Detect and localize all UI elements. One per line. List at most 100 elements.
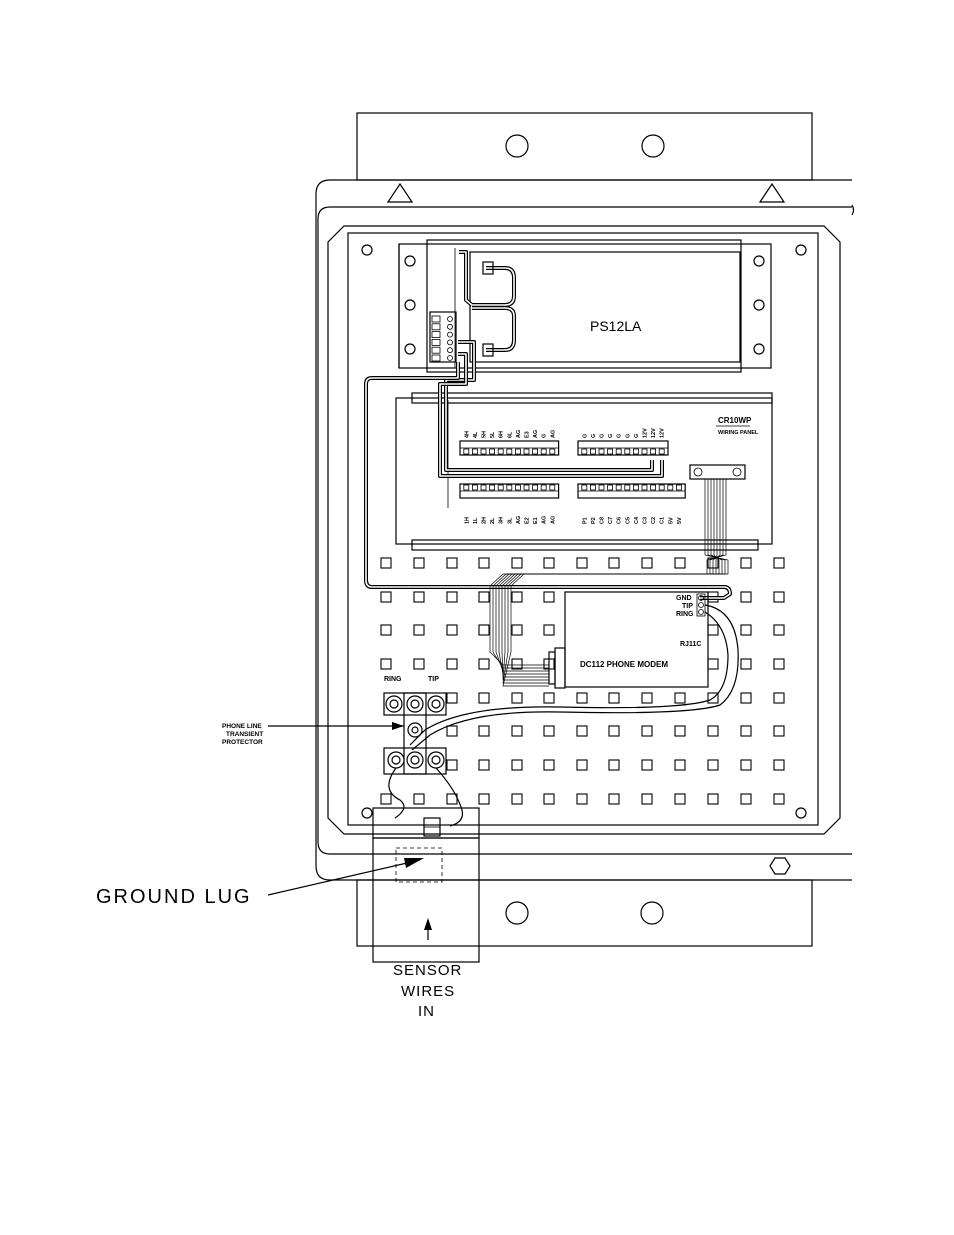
mounting-hole (478, 557, 490, 569)
mounting-hole (413, 793, 425, 805)
mounting-hole (413, 591, 425, 603)
ribbon-conductor (501, 479, 718, 678)
mounting-hole (740, 624, 752, 636)
bottom-left-terminal (523, 484, 530, 491)
mounting-hole (446, 725, 458, 737)
bottom-right-terminal-label: 5V (677, 517, 683, 524)
mounting-hole (773, 692, 785, 704)
mounting-hole (740, 658, 752, 670)
mounting-hole (707, 658, 719, 670)
mounting-hole (511, 624, 523, 636)
top-right-terminal-label: G (608, 434, 614, 438)
mounting-hole (674, 793, 686, 805)
mounting-hole (740, 591, 752, 603)
mounting-hole (446, 793, 458, 805)
bottom-left-terminal (532, 484, 538, 491)
modem-dc112: DC112 PHONE MODEM RJ11C GND TIP RING (548, 591, 709, 689)
top-right-terminal (581, 448, 588, 455)
mounting-hole (478, 692, 490, 704)
mounting-hole (576, 793, 588, 805)
top-left-terminal (463, 448, 470, 455)
mounting-hole (380, 793, 392, 805)
top-left-terminal-label: 5L (490, 431, 496, 438)
mounting-hole (674, 759, 686, 771)
mounting-hole (478, 624, 490, 636)
bottom-left-terminal (540, 484, 547, 491)
mounting-hole (773, 624, 785, 636)
ribbon-cable (489, 479, 729, 687)
top-left-terminal-label: AG (533, 430, 539, 438)
mounting-hole (740, 793, 752, 805)
ring-label: RING (384, 676, 402, 683)
bottom-left-terminal-label: 3H (499, 517, 505, 524)
bottom-right-terminal-label: P1 (582, 517, 588, 524)
top-left-terminal (497, 448, 504, 455)
mounting-hole (543, 591, 555, 603)
mounting-hole (740, 759, 752, 771)
ribbon-conductor (502, 479, 727, 687)
enclosure-body (315, 179, 855, 881)
mounting-hole (674, 557, 686, 569)
mounting-hole (380, 557, 392, 569)
mounting-hole (773, 725, 785, 737)
modem-ring-label: RING (676, 611, 694, 618)
ps-terminal (431, 338, 441, 346)
mounting-hole (380, 624, 392, 636)
mounting-hole (707, 725, 719, 737)
bottom-left-terminal-label: E1 (533, 517, 539, 524)
mounting-hole (446, 591, 458, 603)
mounting-hole (478, 725, 490, 737)
ps-terminal-screw (447, 339, 453, 346)
ps-terminal-screw (447, 355, 453, 361)
protector-label-2: TRANSIENT (226, 731, 263, 738)
mounting-hole (674, 725, 686, 737)
bottom-right-terminal (590, 484, 596, 491)
top-right-terminal-label: 12V (643, 428, 649, 438)
mounting-hole (576, 725, 588, 737)
mounting-hole (543, 624, 555, 636)
mounting-hole (543, 793, 555, 805)
mounting-bracket (356, 112, 813, 947)
mounting-hole (608, 557, 620, 569)
top-right-terminal-label: G (634, 434, 640, 438)
top-left-terminal (549, 448, 556, 455)
tip-label: TIP (428, 676, 439, 683)
top-left-terminal (471, 448, 478, 455)
bottom-left-terminal (506, 484, 513, 491)
mounting-hole (413, 624, 425, 636)
bottom-left-terminal-label: 2H (482, 517, 488, 524)
protector-label-3: PROTECTOR (222, 739, 263, 746)
mounting-hole (511, 793, 523, 805)
ps-terminal (431, 315, 441, 323)
mounting-hole (380, 658, 392, 670)
ribbon-conductor (498, 479, 720, 675)
mounting-hole (478, 759, 490, 771)
bottom-left-terminal-label: AG (516, 516, 522, 524)
bottom-left-terminal (489, 484, 496, 491)
top-left-terminal-label: 6L (507, 431, 513, 438)
conduit-entry: SENSOR WIRES IN (372, 807, 480, 1020)
mounting-hole (608, 759, 620, 771)
modem-label: DC112 PHONE MODEM (580, 660, 668, 669)
mounting-hole (773, 658, 785, 670)
mounting-hole (413, 557, 425, 569)
ps-terminal (431, 331, 441, 339)
wiring-panel-sublabel: WIRING PANEL (718, 430, 759, 436)
bottom-left-terminal-label: 3L (507, 517, 513, 524)
mounting-hole (773, 591, 785, 603)
mounting-hole (446, 692, 458, 704)
mounting-hole (543, 692, 555, 704)
bottom-left-terminal (515, 484, 521, 491)
bottom-right-terminal-label: C1 (660, 517, 666, 524)
bottom-right-terminal-label: C8 (600, 517, 606, 524)
mounting-hole (511, 759, 523, 771)
sensor-label-2: WIRES (401, 983, 455, 1000)
modem-tip-label: TIP (682, 603, 693, 610)
mounting-hole (641, 759, 653, 771)
bottom-right-terminal (607, 484, 613, 491)
mounting-hole (446, 759, 458, 771)
bottom-right-terminal (615, 484, 622, 491)
top-right-terminal (607, 448, 613, 455)
